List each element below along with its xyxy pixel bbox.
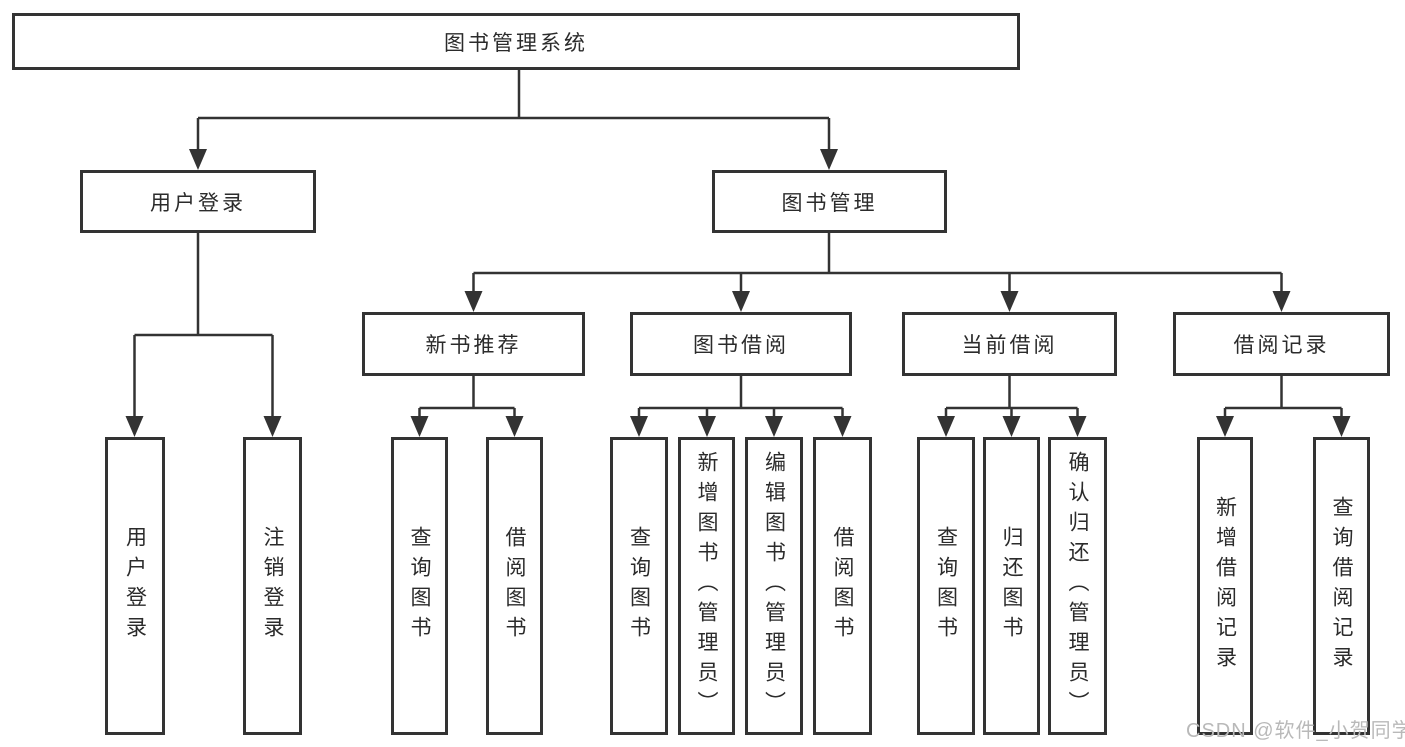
leaf-edit-books-admin-label: 编辑图书（管理员）	[762, 451, 786, 721]
node-user-login: 用户登录	[80, 170, 316, 233]
node-current-borrowing: 当前借阅	[902, 312, 1117, 376]
node-book-borrowing-label: 图书借阅	[693, 334, 789, 357]
leaf-borrow-books-recommend-label: 借阅图书	[503, 526, 526, 646]
leaf-query-books-recommend-label: 查询图书	[408, 526, 431, 646]
node-borrowing-records: 借阅记录	[1173, 312, 1390, 376]
node-new-book-recommendation-label: 新书推荐	[425, 334, 522, 357]
leaf-query-books-borrow-label: 查询图书	[627, 526, 651, 646]
node-current-borrowing-label: 当前借阅	[961, 334, 1058, 357]
leaf-query-borrow-record: 查询借阅记录	[1313, 437, 1370, 735]
leaf-logout-label: 注销登录	[261, 526, 284, 646]
leaf-logout: 注销登录	[243, 437, 302, 735]
leaf-return-books-label: 归还图书	[1000, 526, 1023, 646]
node-borrowing-records-label: 借阅记录	[1233, 334, 1330, 357]
leaf-return-books: 归还图书	[983, 437, 1040, 735]
leaf-query-books-recommend: 查询图书	[391, 437, 448, 735]
leaf-borrow-books: 借阅图书	[813, 437, 872, 735]
leaf-add-books-admin: 新增图书（管理员）	[678, 437, 735, 735]
leaf-user-login: 用户登录	[105, 437, 165, 735]
leaf-borrow-books-label: 借阅图书	[831, 526, 854, 646]
leaf-add-books-admin-label: 新增图书（管理员）	[695, 451, 718, 721]
connector-paths	[133, 70, 1343, 419]
node-book-management: 图书管理	[712, 170, 947, 233]
node-user-login-label: 用户登录	[150, 191, 246, 215]
leaf-query-books-borrow: 查询图书	[610, 437, 668, 735]
leaf-edit-books-admin: 编辑图书（管理员）	[745, 437, 803, 735]
csdn-watermark: CSDN @软件_小贺同学	[1186, 720, 1405, 742]
leaf-query-borrow-record-label: 查询借阅记录	[1330, 496, 1353, 676]
leaf-user-login-label: 用户登录	[123, 526, 147, 646]
leaf-add-borrow-record-label: 新增借阅记录	[1213, 496, 1237, 676]
leaf-borrow-books-recommend: 借阅图书	[486, 437, 543, 735]
leaf-add-borrow-record: 新增借阅记录	[1197, 437, 1253, 735]
node-book-management-label: 图书管理	[781, 191, 878, 215]
leaf-confirm-return-admin: 确认归还（管理员）	[1048, 437, 1107, 735]
node-root: 图书管理系统	[12, 13, 1020, 70]
node-new-book-recommendation: 新书推荐	[362, 312, 585, 376]
leaf-confirm-return-admin-label: 确认归还（管理员）	[1066, 451, 1089, 721]
node-book-borrowing: 图书借阅	[630, 312, 852, 376]
leaf-query-books-current-label: 查询图书	[934, 526, 958, 646]
node-root-label: 图书管理系统	[444, 31, 588, 55]
arrowheads	[125, 149, 1351, 437]
leaf-query-books-current: 查询图书	[917, 437, 975, 735]
